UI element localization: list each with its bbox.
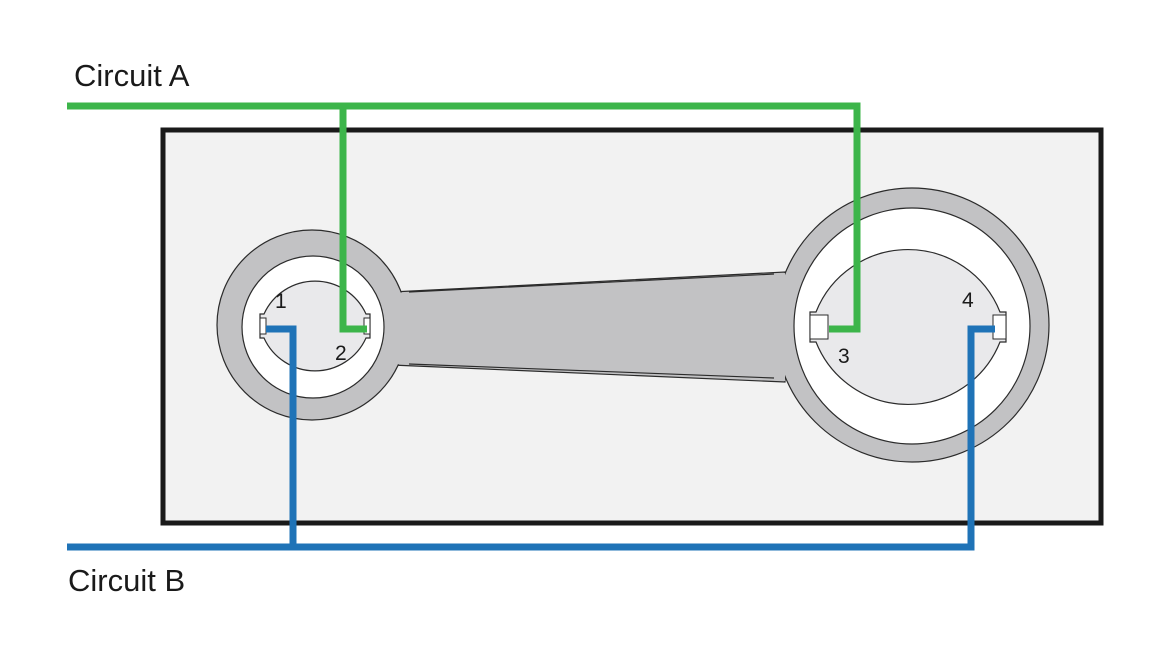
terminal-label-4: 4 xyxy=(962,289,974,312)
terminal-label-1: 1 xyxy=(275,290,287,313)
terminal-label-2: 2 xyxy=(335,342,347,365)
circuit-a-branch-wire xyxy=(339,106,367,333)
circuit-b-wire xyxy=(67,325,995,551)
circuit-a-label: Circuit A xyxy=(74,58,190,93)
circuit-b-branch-wire xyxy=(266,325,297,547)
link-bar-top-edge xyxy=(408,273,775,293)
circuit-a-wire xyxy=(67,102,861,333)
terminal-clip-1 xyxy=(259,317,267,335)
terminal-label-3: 3 xyxy=(838,345,850,368)
terminal-clip-3 xyxy=(809,314,829,340)
link-bar-fill xyxy=(392,273,785,381)
circuit-b-label: Circuit B xyxy=(68,563,186,598)
link-bar-bottom-edge xyxy=(408,363,775,379)
